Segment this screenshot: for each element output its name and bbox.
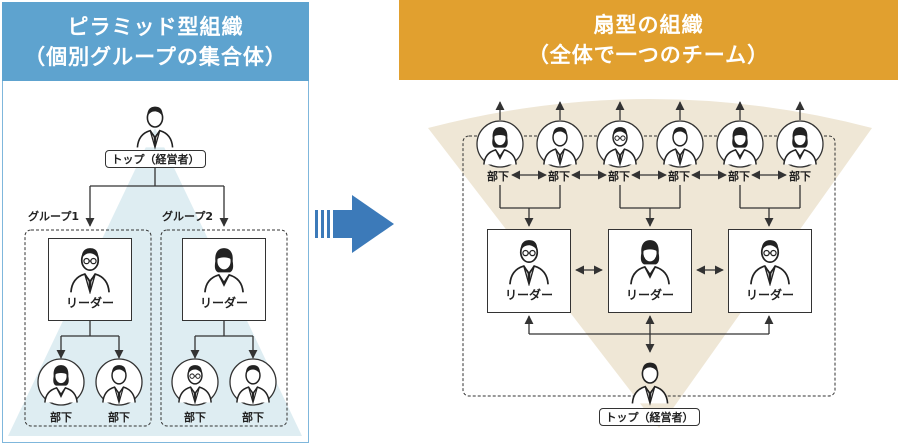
fan-title: 扇型の組織 （全体で一つのチーム） xyxy=(399,0,898,80)
person-female-icon xyxy=(39,360,83,404)
person-female-icon xyxy=(718,122,762,166)
fan-leader-label: リーダー xyxy=(745,288,794,302)
member-label: 部下 xyxy=(242,411,264,424)
person-male-suit-icon xyxy=(658,122,702,166)
person-female-icon xyxy=(778,122,822,166)
member-label: 部下 xyxy=(108,411,130,424)
person-male-suit-icon xyxy=(64,242,116,294)
member-label: 部下 xyxy=(608,170,630,183)
person-male-suit-icon xyxy=(173,360,217,404)
left-top-label: トップ（経営者） xyxy=(105,150,206,168)
member-label: 部下 xyxy=(789,170,811,183)
group1-label: グループ1 xyxy=(28,210,79,223)
pyramid-title: ピラミッド型組織 （個別グループの集合体） xyxy=(2,2,309,81)
person-male-suit-icon xyxy=(503,234,555,286)
group2-leader-label: リーダー xyxy=(199,296,248,310)
fan-leader-box: リーダー xyxy=(487,229,571,313)
person-female-icon xyxy=(198,242,250,294)
person-male-suit-icon xyxy=(538,122,582,166)
right-top-label: トップ（経営者） xyxy=(599,408,700,426)
right-arrow-icon xyxy=(315,195,394,253)
person-male-suit-icon xyxy=(598,122,642,166)
fan-title-line1: 扇型の組織 xyxy=(593,13,704,37)
group1-frame xyxy=(24,229,152,427)
pyramid-background xyxy=(8,128,302,436)
member-label: 部下 xyxy=(548,170,570,183)
pyramid-title-line1: ピラミッド型組織 xyxy=(67,14,244,39)
fan-leader-box: リーダー xyxy=(608,229,692,313)
group1-leader-box: リーダー xyxy=(48,238,132,321)
group2-leader-box: リーダー xyxy=(182,238,266,321)
person-male-suit-icon xyxy=(744,234,796,286)
person-male-suit-icon xyxy=(97,360,141,404)
fan-leader-label: リーダー xyxy=(625,288,674,302)
person-female-icon xyxy=(478,122,522,166)
member-label: 部下 xyxy=(50,411,72,424)
fan-title-line2: （全体で一つのチーム） xyxy=(527,43,770,67)
member-label: 部下 xyxy=(728,170,750,183)
fan-leader-label: リーダー xyxy=(504,288,553,302)
executive-icon xyxy=(626,356,674,406)
executive-icon xyxy=(131,100,179,150)
member-label: 部下 xyxy=(184,411,206,424)
fan-leader-box: リーダー xyxy=(728,229,812,313)
person-male-suit-icon xyxy=(231,360,275,404)
person-female-icon xyxy=(624,234,676,286)
member-label: 部下 xyxy=(487,170,509,183)
group1-leader-label: リーダー xyxy=(65,296,114,310)
group2-frame xyxy=(160,229,288,427)
group2-label: グループ2 xyxy=(162,210,213,223)
pyramid-title-line2: （個別グループの集合体） xyxy=(24,44,287,69)
member-label: 部下 xyxy=(668,170,690,183)
